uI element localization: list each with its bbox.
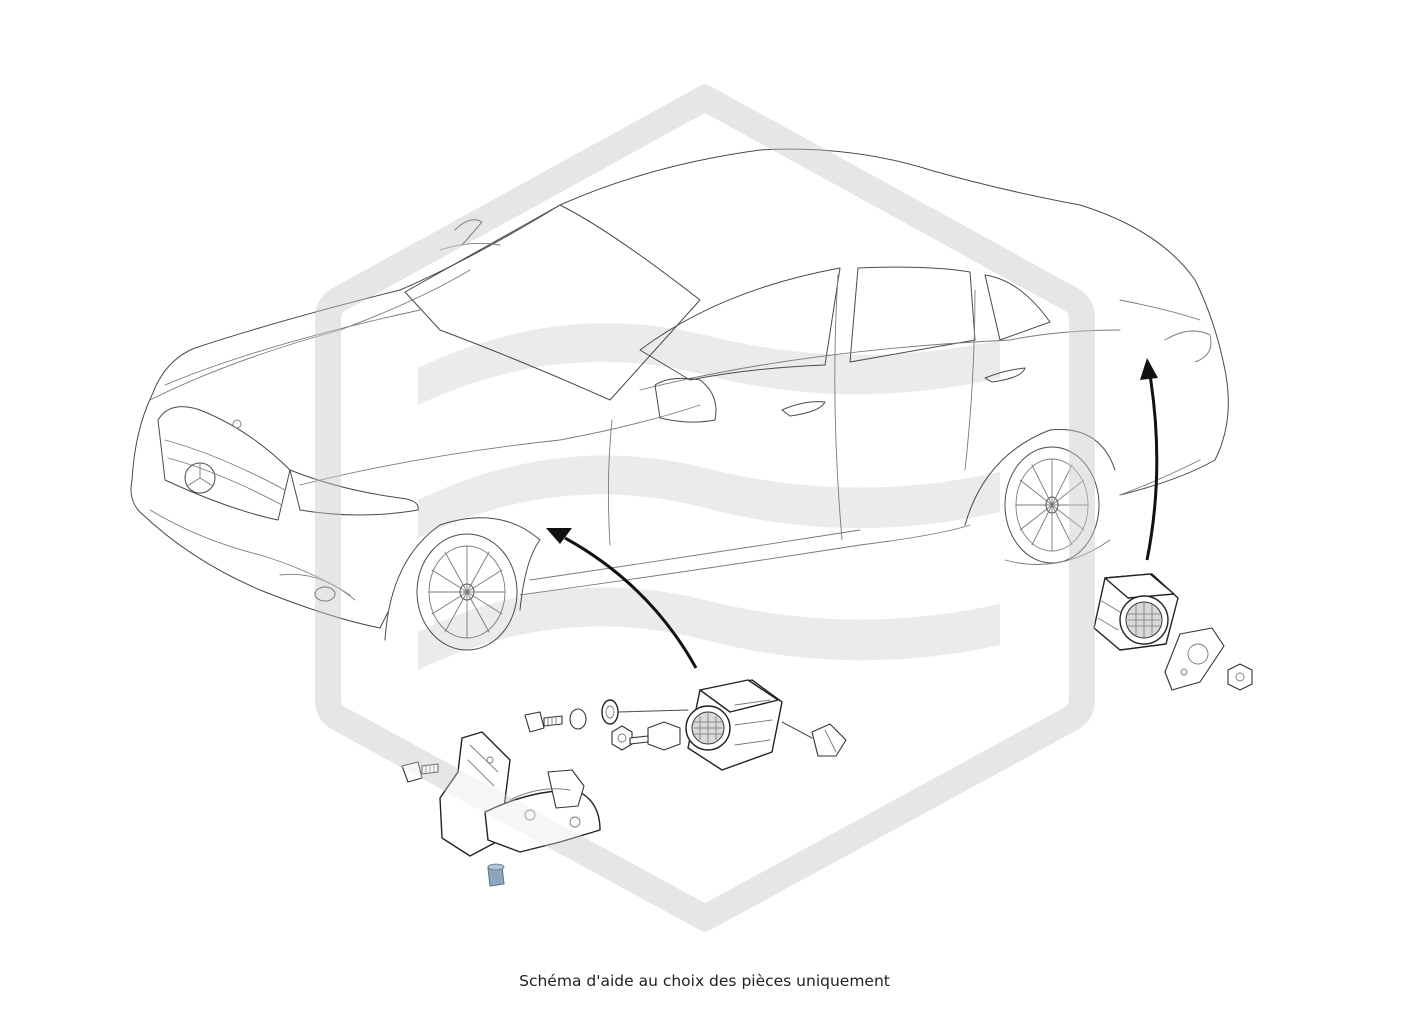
car-illustration: [130, 148, 1229, 651]
rear-sensor-unit: [1093, 573, 1179, 651]
front-sensor-connector: [781, 721, 847, 757]
arrow-front-sensor: [546, 528, 698, 669]
watermark-overlay: [315, 83, 1095, 933]
rear-bracket: [1164, 627, 1225, 691]
rear-nut: [1227, 663, 1253, 691]
front-bracket: [439, 731, 601, 857]
front-nut-hex: [611, 725, 633, 751]
front-nut-rubber: [569, 699, 689, 730]
front-bracket-bolt: [401, 761, 439, 783]
front-bolt: [524, 711, 563, 733]
front-clip: [487, 863, 505, 887]
arrow-rear-sensor: [1140, 358, 1159, 561]
caption: Schéma d'aide au choix des pièces unique…: [519, 972, 890, 990]
hexagon-logo-watermark: [315, 85, 1095, 931]
front-stud: [629, 721, 681, 751]
front-sensor-unit: [685, 679, 783, 771]
